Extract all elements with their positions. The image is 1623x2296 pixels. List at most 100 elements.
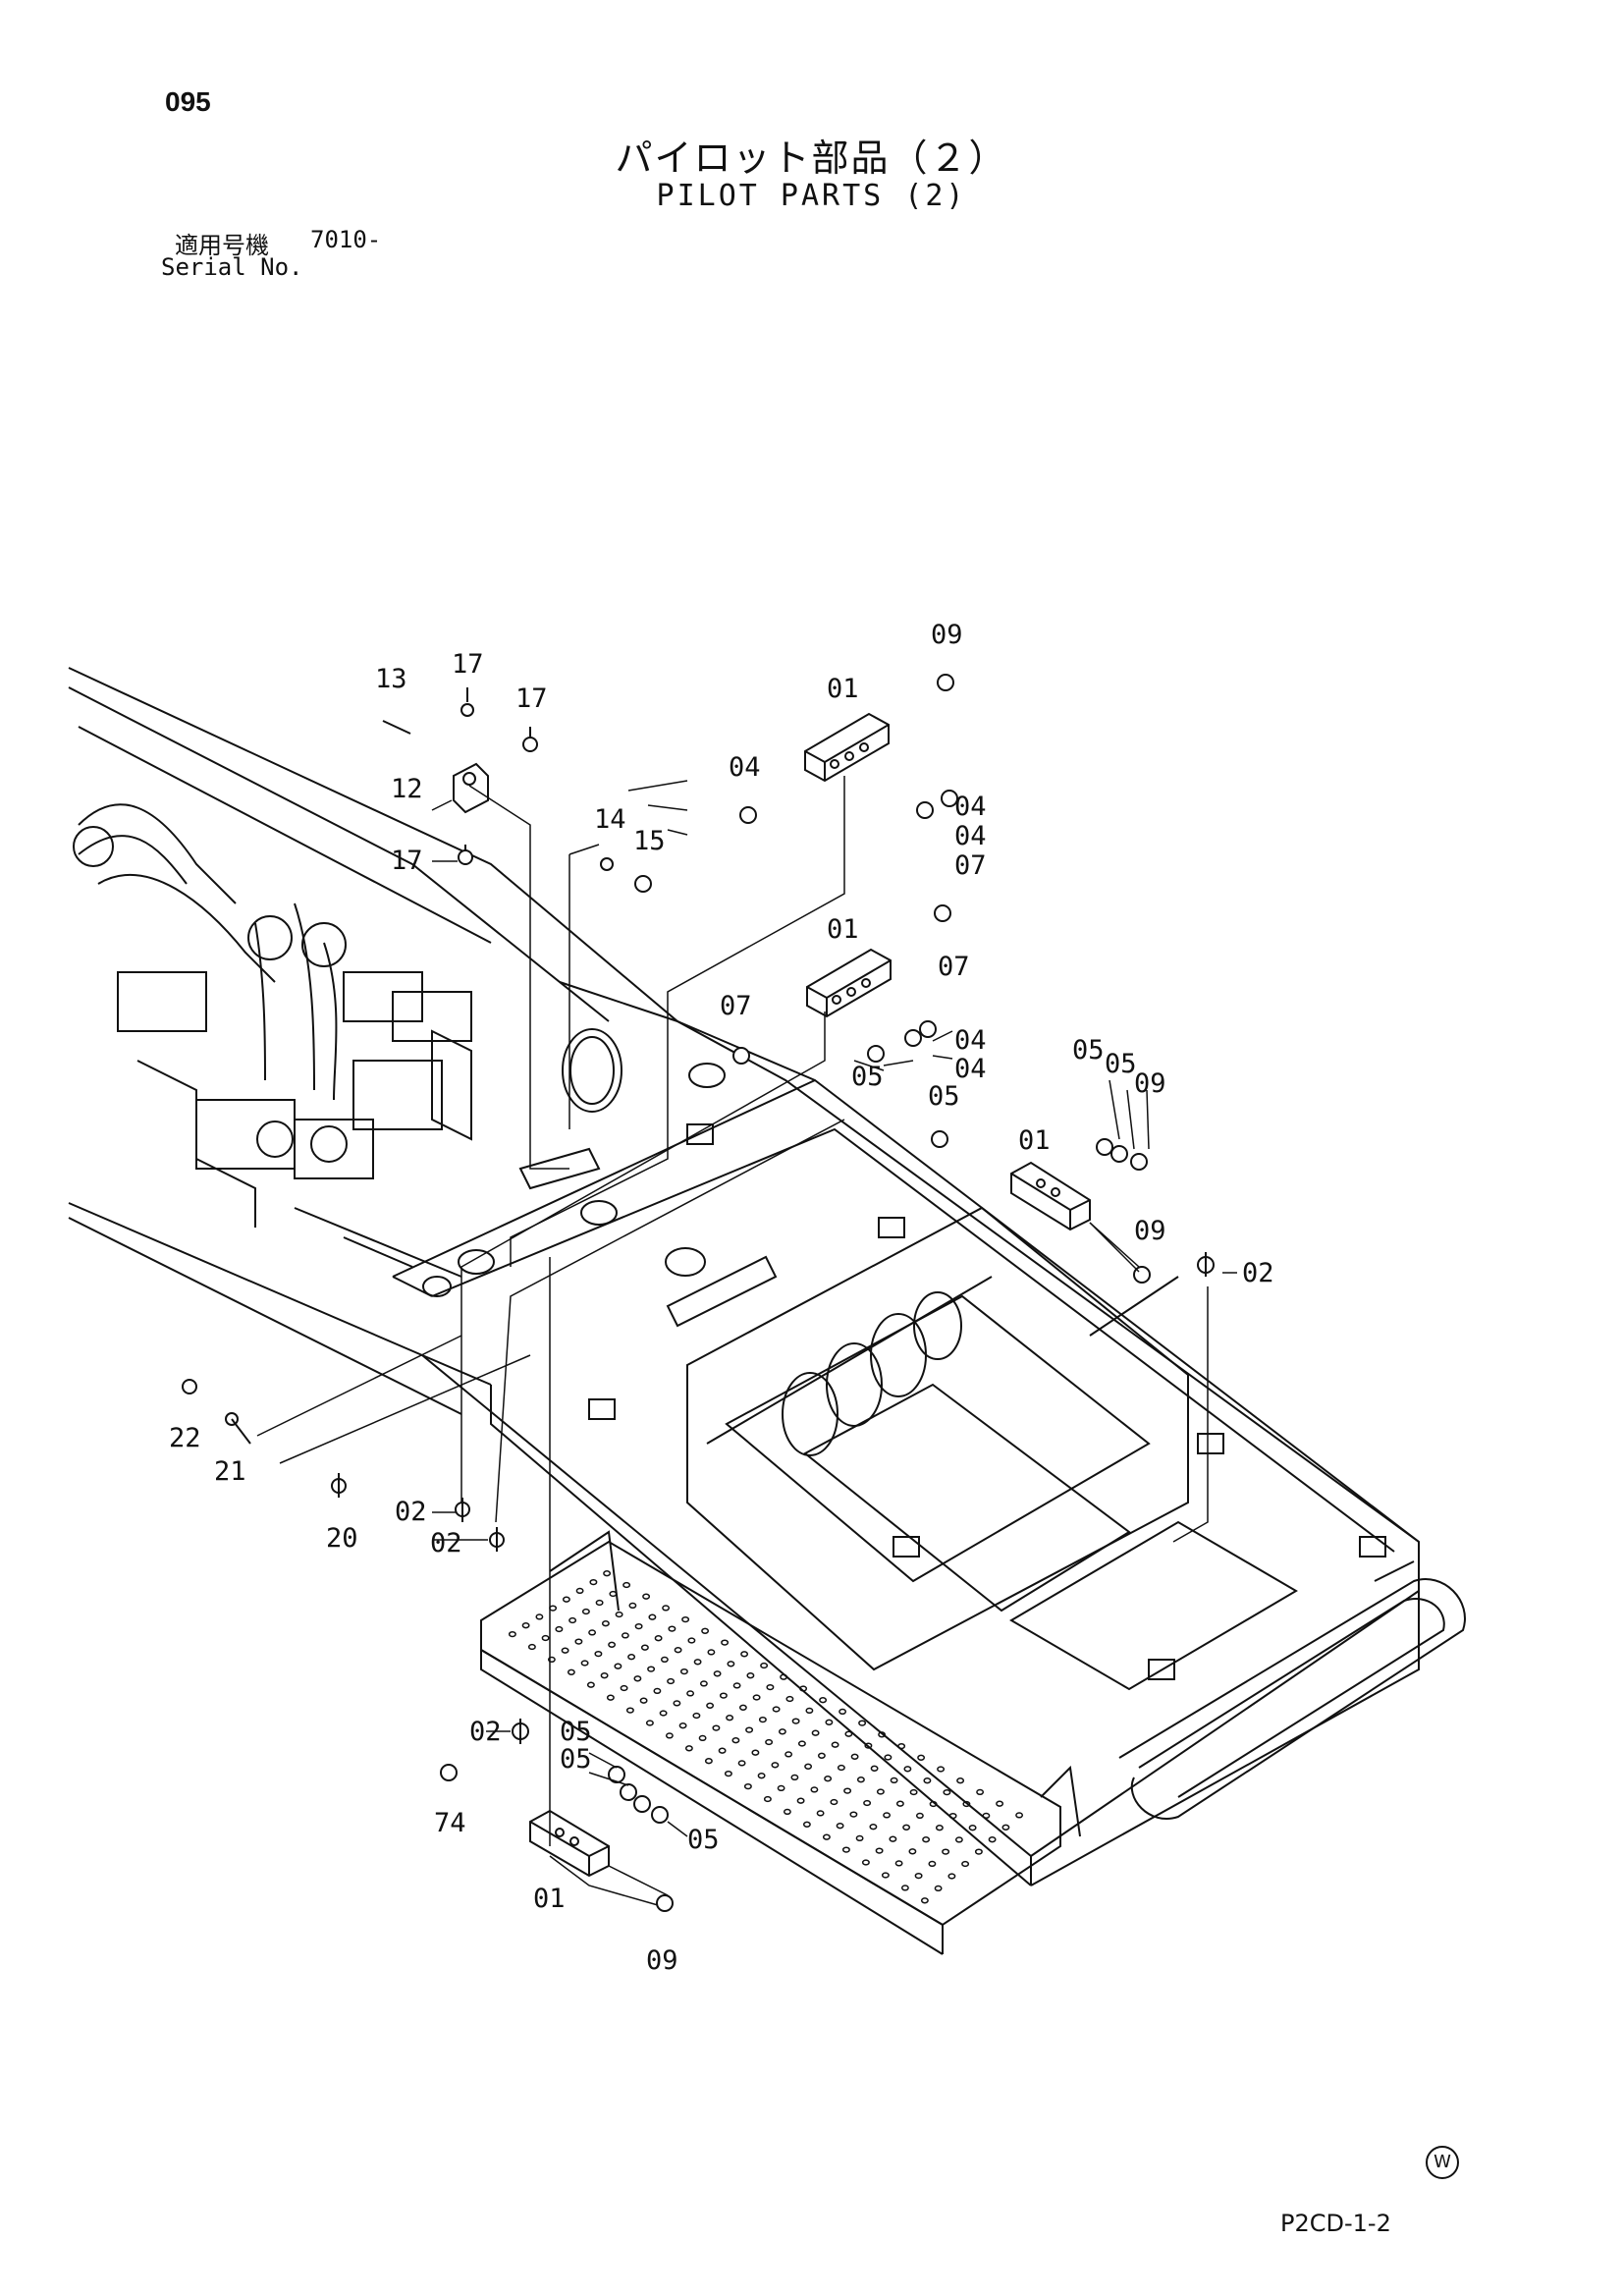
perforation-hole [816, 1810, 825, 1817]
perforation-hole [751, 1749, 760, 1756]
perforation-hole [895, 1800, 904, 1807]
perforation-hole [698, 1734, 707, 1742]
callout-labels: 09 13 17 17 01 04 12 04 04 07 14 15 17 0… [169, 620, 1274, 1976]
perforation-hole [640, 1644, 649, 1651]
perforation-hole [914, 1872, 923, 1880]
perforation-hole [541, 1634, 550, 1642]
perforation-hole [724, 1770, 732, 1777]
perforation-hole [968, 1825, 977, 1831]
perforation-hole [686, 1690, 695, 1697]
callout: 09 [1134, 1216, 1166, 1246]
perforation-hole [713, 1670, 722, 1677]
perforation-hole [595, 1599, 604, 1607]
manifold-block-bottom [529, 1809, 610, 1878]
perforation-hole [665, 1732, 674, 1739]
perforation-hole [678, 1722, 687, 1729]
perforation-hole [660, 1656, 669, 1664]
perforation-hole [535, 1613, 544, 1620]
perforation-hole [580, 1660, 589, 1667]
perforation-hole [996, 1800, 1004, 1807]
frame-outline [68, 667, 1420, 1886]
callout: 07 [720, 991, 752, 1021]
perforation-hole [609, 1590, 618, 1598]
callout: 17 [452, 649, 484, 680]
perforation-hole [521, 1622, 530, 1629]
callout: 09 [646, 1945, 678, 1976]
perforation-hole [701, 1627, 710, 1634]
perforation-hole [766, 1683, 775, 1691]
perforation-hole [621, 1632, 629, 1639]
perforation-hole [881, 1872, 890, 1879]
perforation-hole [876, 1788, 885, 1795]
leader-lines [256, 776, 1237, 1906]
perforation-hole [943, 1788, 951, 1796]
perforation-hole [659, 1710, 668, 1717]
manifold-block-top [804, 712, 890, 783]
perforation-hole [804, 1763, 813, 1770]
perforation-hole [810, 1786, 819, 1793]
serial-value: 7010- [310, 226, 382, 253]
callout: 02 [395, 1497, 427, 1527]
perforation-hole [633, 1675, 642, 1682]
perforation-hole [575, 1587, 584, 1595]
perforation-hole [567, 1668, 575, 1675]
callout: 01 [533, 1884, 566, 1914]
callout: 20 [326, 1523, 358, 1554]
perforation-hole [935, 1825, 944, 1831]
perforation-hole [878, 1731, 887, 1738]
callout: 01 [827, 914, 859, 945]
callout: 12 [391, 774, 423, 804]
callout: 74 [434, 1808, 466, 1838]
perforation-hole [861, 1859, 870, 1866]
perforation-hole [743, 1782, 752, 1790]
perforation-hole [648, 1613, 657, 1620]
callout: 05 [560, 1717, 592, 1747]
perforation-hole [684, 1745, 693, 1752]
perforation-hole [692, 1712, 701, 1720]
callout: 07 [938, 952, 970, 982]
perforation-hole [608, 1641, 617, 1648]
callout: 09 [931, 620, 963, 650]
valve-hose-assembly [73, 803, 472, 1268]
perforation-hole [856, 1777, 865, 1783]
perforation-hole [974, 1848, 983, 1855]
perforation-hole [937, 1766, 946, 1773]
perforation-hole [737, 1760, 746, 1767]
perforation-hole [790, 1774, 799, 1781]
callout: 04 [954, 1025, 987, 1056]
perforation-hole [929, 1800, 938, 1808]
perforation-hole [740, 1651, 749, 1658]
page-number: 095 [165, 86, 211, 117]
perforation-holes [508, 1570, 1024, 1904]
perforation-hole [900, 1885, 909, 1891]
perforation-hole [836, 1823, 844, 1830]
perforation-hole [555, 1625, 564, 1633]
perforation-hole [915, 1812, 924, 1820]
callout: 05 [928, 1081, 960, 1112]
handrail [1118, 1560, 1466, 1820]
perforation-hole [796, 1797, 805, 1804]
perforation-hole [902, 1824, 911, 1831]
drawing-code: P2CD-1-2 [1280, 2210, 1391, 2237]
perforation-hole [791, 1718, 800, 1724]
perforation-hole [581, 1608, 590, 1615]
perforation-hole [719, 1692, 728, 1699]
perforation-hole [920, 1897, 929, 1904]
perforation-hole [1001, 1824, 1010, 1831]
perforation-hole [784, 1751, 793, 1758]
perforation-hole [721, 1639, 730, 1646]
perforation-hole [627, 1654, 636, 1661]
callout: 02 [1242, 1258, 1274, 1288]
perforation-hole [956, 1777, 965, 1784]
callout: 02 [469, 1717, 502, 1747]
perforation-hole [839, 1708, 847, 1716]
serial-label-english: Serial No. [161, 253, 303, 281]
serial-label-japanese: 適用号機 [175, 232, 269, 259]
perforation-hole [628, 1602, 637, 1610]
manifold-block-right [1010, 1161, 1091, 1231]
perforation-hole [897, 1742, 906, 1750]
watermark-w-mark: W [1426, 2146, 1459, 2179]
perforation-hole [863, 1799, 872, 1807]
perforation-hole [727, 1661, 735, 1667]
